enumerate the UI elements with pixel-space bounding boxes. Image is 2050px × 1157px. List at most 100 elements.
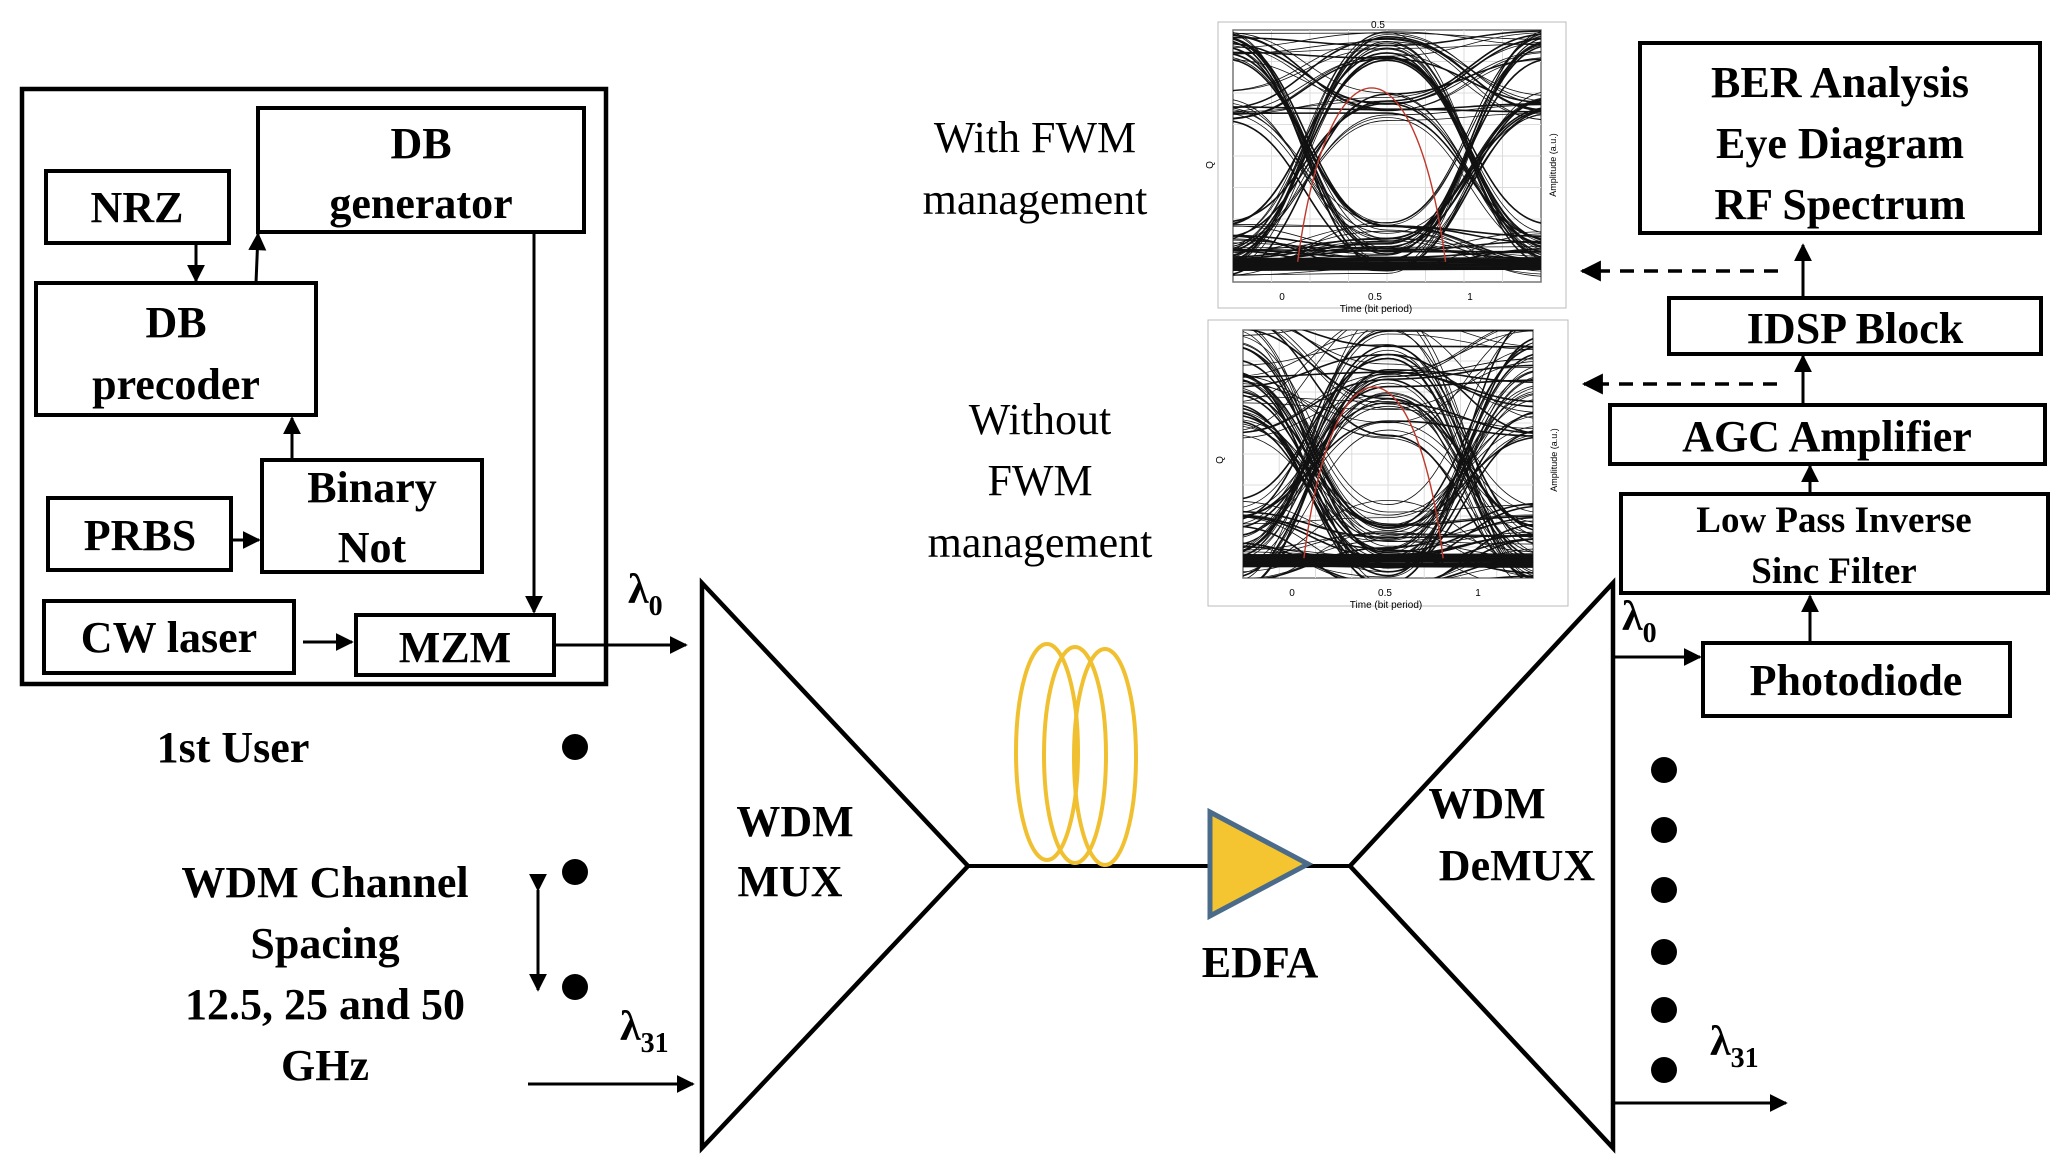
svg-text:Time (bit period): Time (bit period) xyxy=(1350,600,1422,611)
db-generator-block: DB generator xyxy=(256,106,586,234)
eye-trace xyxy=(1243,379,1533,528)
eye-trace xyxy=(1243,330,1514,577)
eye-trace xyxy=(1233,59,1541,244)
eye-trace xyxy=(1233,47,1541,258)
db-generator-label-1: DB xyxy=(390,119,451,168)
db-precoder-label-1: DB xyxy=(145,298,206,347)
eye-trace xyxy=(1233,51,1541,241)
svg-text:management: management xyxy=(928,518,1153,567)
eye-trace xyxy=(1233,59,1541,252)
eye-trace xyxy=(1233,263,1541,267)
svg-text:RF Spectrum: RF Spectrum xyxy=(1714,180,1965,229)
eye-trace xyxy=(1255,330,1533,547)
svg-text:Q: Q xyxy=(1215,456,1226,464)
channel-dot xyxy=(1651,817,1677,843)
svg-text:AGC Amplifier: AGC Amplifier xyxy=(1682,412,1972,461)
svg-text:Q: Q xyxy=(1205,161,1216,169)
eye-trace xyxy=(1243,565,1533,568)
svg-text:0: 0 xyxy=(1289,588,1295,599)
svg-text:1: 1 xyxy=(1475,588,1481,599)
svg-text:0.5: 0.5 xyxy=(1368,292,1382,303)
eye-trace xyxy=(1243,364,1533,577)
eye-trace xyxy=(1243,379,1533,573)
svg-text:GHz: GHz xyxy=(281,1041,369,1090)
precoder-to-generator-arrow xyxy=(248,232,267,284)
eye-trace xyxy=(1233,32,1541,40)
eye-trace xyxy=(1233,257,1541,261)
eye-trace xyxy=(1243,342,1533,530)
eye-trace xyxy=(1243,563,1533,567)
eye-trace xyxy=(1233,100,1541,239)
agc-amplifier-block: AGC Amplifier xyxy=(1608,403,2047,466)
lpf-block: Low Pass Inverse Sinc Filter xyxy=(1619,492,2050,595)
channel-spacing-label: WDM Channel Spacing 12.5, 25 and 50 GHz xyxy=(181,858,468,1090)
eye-trace xyxy=(1243,370,1533,540)
fiber-spool-icon xyxy=(1014,642,1138,867)
svg-text:WDM: WDM xyxy=(1428,779,1545,828)
svg-text:IDSP Block: IDSP Block xyxy=(1747,304,1964,353)
eye-trace xyxy=(1243,415,1533,553)
eye-trace xyxy=(1233,107,1541,258)
nrz-label: NRZ xyxy=(91,183,184,232)
eye-trace xyxy=(1243,379,1533,545)
svg-text:FWM: FWM xyxy=(987,456,1092,505)
eye-diagram-with-fwm: 0.5 0 0.5 1 Time (bit period) Q Amplitud… xyxy=(1205,20,1567,315)
cw-laser-label: CW laser xyxy=(81,613,257,662)
eye-trace xyxy=(1233,117,1541,252)
eye-trace xyxy=(1292,330,1533,408)
eye-trace xyxy=(1233,34,1541,113)
channel-dot xyxy=(1651,757,1677,783)
svg-text:Spacing: Spacing xyxy=(250,919,399,968)
channel-dot xyxy=(562,859,588,885)
channel-dot xyxy=(562,734,588,760)
eye-highlight-trace xyxy=(1296,87,1447,262)
binary-not-block: Binary Not xyxy=(260,458,484,574)
eye-trace xyxy=(1243,330,1517,438)
channel-dot xyxy=(562,974,588,1000)
eye-trace xyxy=(1243,510,1533,539)
eye-trace xyxy=(1243,393,1533,544)
eye-trace xyxy=(1243,330,1498,433)
with-fwm-label: With FWM management xyxy=(923,113,1148,224)
svg-text:WDM: WDM xyxy=(736,797,853,846)
db-precoder-block: DB precoder xyxy=(34,281,318,417)
edfa-label: EDFA xyxy=(1202,938,1319,987)
wdm-mux: WDM MUX xyxy=(699,577,972,1154)
nrz-block: NRZ xyxy=(44,169,231,245)
cw-laser-block: CW laser xyxy=(42,599,296,675)
eye-trace xyxy=(1233,98,1541,252)
eye-trace xyxy=(1233,234,1541,260)
svg-text:WDM Channel: WDM Channel xyxy=(181,858,468,907)
svg-text:DeMUX: DeMUX xyxy=(1439,841,1596,890)
prbs-label: PRBS xyxy=(84,511,196,560)
svg-text:Eye Diagram: Eye Diagram xyxy=(1716,119,1964,168)
eye-trace xyxy=(1243,349,1533,572)
eye-trace xyxy=(1233,39,1541,120)
binary-not-label-2: Not xyxy=(338,523,407,572)
eye-trace xyxy=(1233,268,1541,271)
eye-trace xyxy=(1233,99,1541,252)
idsp-block: IDSP Block xyxy=(1667,296,2043,356)
eye-trace xyxy=(1243,391,1533,540)
eye-trace xyxy=(1243,556,1533,559)
mzm-block: MZM xyxy=(354,613,556,677)
svg-text:0.5: 0.5 xyxy=(1371,20,1385,31)
binary-not-label-1: Binary xyxy=(307,463,437,512)
svg-text:0.5: 0.5 xyxy=(1378,588,1392,599)
eye-trace xyxy=(1289,330,1533,413)
channel-dot xyxy=(1651,997,1677,1023)
eye-trace xyxy=(1243,429,1533,574)
eye-trace xyxy=(1233,99,1541,254)
first-user-label: 1st User xyxy=(157,723,310,772)
svg-text:12.5, 25 and 50: 12.5, 25 and 50 xyxy=(185,980,465,1029)
eye-trace xyxy=(1243,347,1533,424)
eye-trace xyxy=(1243,330,1533,347)
eye-trace xyxy=(1243,367,1533,536)
svg-text:0: 0 xyxy=(1279,292,1285,303)
lambda0-mux-label: λ0 xyxy=(628,567,663,622)
eye-trace xyxy=(1233,43,1541,54)
svg-text:Photodiode: Photodiode xyxy=(1750,656,1963,705)
svg-text:MUX: MUX xyxy=(737,857,842,906)
eye-trace xyxy=(1243,333,1533,549)
